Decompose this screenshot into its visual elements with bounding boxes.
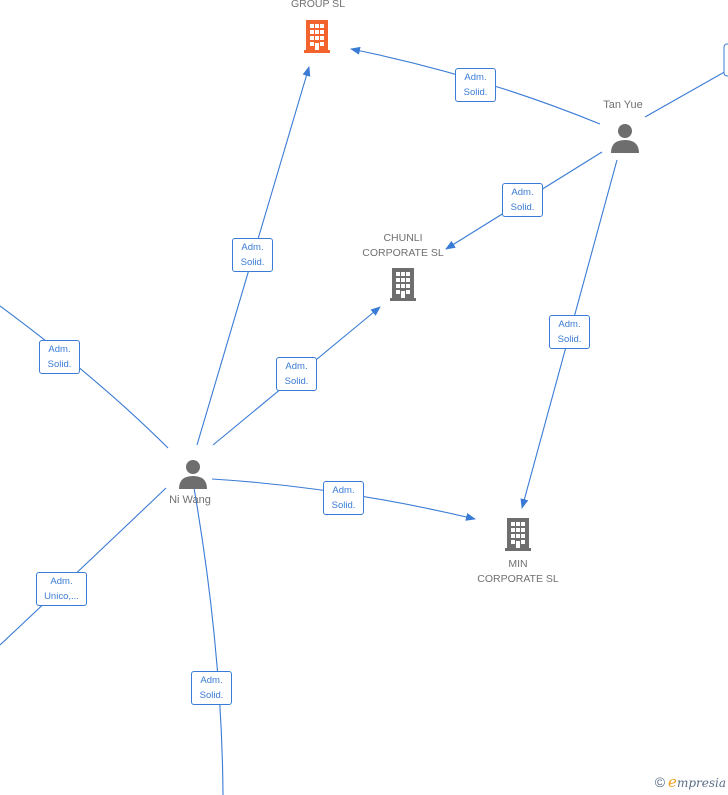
edge-label-ni-wang-lower-left[interactable]: Adm. Unico,... <box>36 572 87 606</box>
offscreen-node-edge <box>723 43 728 77</box>
company-name-line: CHUNLI <box>383 232 423 244</box>
edge-ni-wang-bottom <box>193 487 224 795</box>
company-name-group-sl[interactable]: GROUP SL <box>272 0 364 12</box>
building-icon[interactable] <box>390 268 416 301</box>
company-name-line: CORPORATE SL <box>477 573 559 585</box>
building-icon[interactable] <box>505 518 531 551</box>
edge-label-ni-wang-min[interactable]: Adm. Solid. <box>323 481 364 515</box>
person-icon[interactable] <box>179 460 207 489</box>
edge-ni-wang-lower-left <box>0 487 167 646</box>
person-icon[interactable] <box>611 124 639 153</box>
edge-offscreen-ni-wang <box>0 305 169 449</box>
edge-label-ni-wang-group-sl[interactable]: Adm. Solid. <box>232 238 273 272</box>
company-name-chunli[interactable]: CHUNLI CORPORATE SL <box>352 231 454 261</box>
person-name-ni-wang[interactable]: Ni Wang <box>169 494 211 506</box>
brand-name: mpresia <box>676 776 726 790</box>
copyright-icon: © <box>654 774 666 790</box>
company-name-line: MIN <box>508 558 528 570</box>
edge-label-ni-wang-bottom[interactable]: Adm. Solid. <box>191 671 232 705</box>
edge-tan-yue-offscreen <box>644 69 728 118</box>
edge-label-tan-yue-group-sl[interactable]: Adm. Solid. <box>455 68 496 102</box>
brand-footer: © empresia <box>655 773 726 791</box>
brand-initial: e <box>668 773 677 791</box>
edge-label-tan-yue-chunli[interactable]: Adm. Solid. <box>502 183 543 217</box>
edge-label-left-ni-wang[interactable]: Adm. Solid. <box>39 340 80 374</box>
company-name-line: GROUP SL <box>290 0 346 10</box>
brand-logo: empresia <box>668 773 726 791</box>
person-name-tan-yue[interactable]: Tan Yue <box>603 99 643 111</box>
company-name-min[interactable]: MIN CORPORATE SL <box>467 557 569 587</box>
company-name-line: CORPORATE SL <box>362 247 444 259</box>
edge-label-tan-yue-min[interactable]: Adm. Solid. <box>549 315 590 349</box>
building-icon[interactable] <box>304 20 330 53</box>
edge-label-ni-wang-chunli[interactable]: Adm. Solid. <box>276 357 317 391</box>
